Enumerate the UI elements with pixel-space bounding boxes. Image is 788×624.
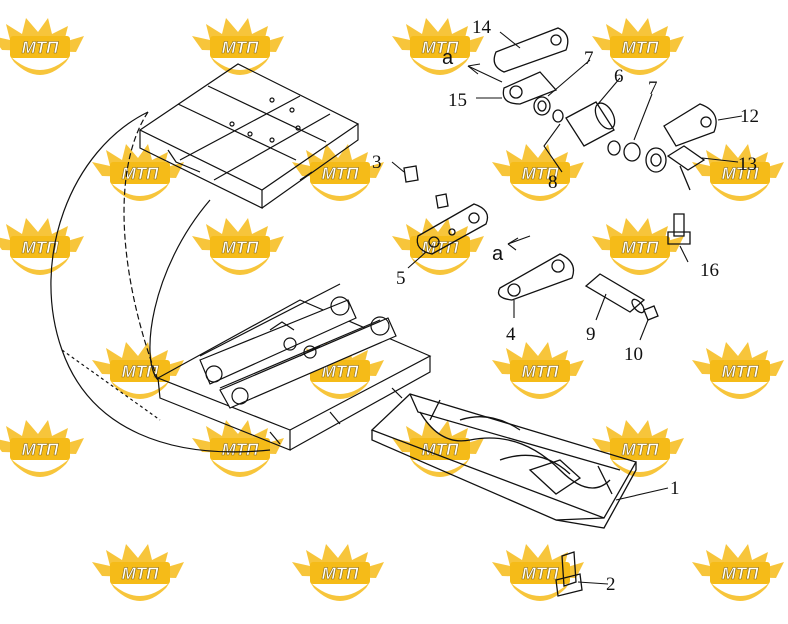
view-arrow-a-top: a: [442, 47, 454, 69]
mtp-watermark-logo: МТП: [592, 218, 684, 275]
watermark-text: МТП: [22, 238, 60, 257]
mtp-watermark-logo: МТП: [392, 218, 484, 275]
callout-5: 5: [396, 268, 406, 289]
mtp-watermark-logo: МТП: [0, 218, 84, 275]
watermark-text: МТП: [22, 440, 60, 459]
callout-16: 16: [700, 260, 719, 281]
mtp-watermark-logo: МТП: [0, 420, 84, 477]
watermark-text: МТП: [122, 164, 160, 183]
callout-13: 13: [738, 154, 757, 175]
mtp-watermark-logo: МТП: [392, 420, 484, 477]
leader-lines: [391, 31, 743, 585]
watermark-text: МТП: [122, 564, 160, 583]
mtp-watermark-logo: МТП: [192, 218, 284, 275]
callout-3: 3: [372, 152, 382, 173]
watermark-text: МТП: [722, 362, 760, 381]
watermark-text: МТП: [422, 238, 460, 257]
watermark-text: МТП: [722, 564, 760, 583]
watermark-text: МТП: [622, 38, 660, 57]
callout-7-right: 7: [648, 78, 658, 99]
mtp-watermark-logo: МТП: [92, 544, 184, 601]
callout-14: 14: [472, 17, 492, 38]
mtp-watermark-logo: МТП: [592, 420, 684, 477]
mtp-watermark-logo: МТП: [692, 144, 784, 201]
track-shoe-part-1: [370, 393, 637, 597]
track-chain-assembly: [50, 63, 432, 453]
mtp-watermark-logo: МТП: [0, 18, 84, 75]
callout-2: 2: [606, 574, 616, 595]
mtp-watermark-logo: МТП: [392, 18, 484, 75]
callout-6: 6: [614, 66, 624, 87]
watermark-text: МТП: [222, 38, 260, 57]
watermark-text: МТП: [622, 440, 660, 459]
watermark-text: МТП: [122, 362, 160, 381]
callout-7-top: 7: [584, 48, 594, 69]
callout-9: 9: [586, 324, 596, 345]
pin-bushing-parts: [403, 27, 717, 321]
watermark-text: МТП: [422, 38, 460, 57]
watermark-text: МТП: [222, 238, 260, 257]
mtp-watermark-logo: МТП: [492, 544, 584, 601]
callout-labels: 14 7 6 7 15 12 3 13 8 16 5 4 9 10 1 2 a …: [372, 17, 759, 595]
callout-8: 8: [548, 172, 558, 193]
watermark-text: МТП: [522, 564, 560, 583]
mtp-watermark-logo: МТП: [292, 144, 384, 201]
mtp-watermark-logo: МТП: [692, 342, 784, 399]
watermark-text: МТП: [322, 362, 360, 381]
mtp-watermark-logo: МТП: [92, 144, 184, 201]
mtp-watermark-logo: МТП: [592, 18, 684, 75]
watermark-text: МТП: [22, 38, 60, 57]
callout-12: 12: [740, 106, 759, 127]
watermark-text: МТП: [322, 564, 360, 583]
mtp-watermark-logo: МТП: [192, 18, 284, 75]
mtp-watermark-logo: МТП: [192, 420, 284, 477]
mtp-watermark-logo: МТП: [92, 342, 184, 399]
mtp-watermark-logo: МТП: [492, 342, 584, 399]
watermark-text: МТП: [522, 362, 560, 381]
watermark-layer: МТП МТП МТП МТП МТП МТП МТП МТП МТП МТП МТП МТП МТП М…: [0, 18, 784, 601]
watermark-text: МТП: [322, 164, 360, 183]
mtp-watermark-logo: МТП: [692, 544, 784, 601]
callout-10: 10: [624, 344, 643, 365]
watermark-text: МТП: [522, 164, 560, 183]
watermark-text: МТП: [222, 440, 260, 459]
view-arrow-a-mid: a: [492, 243, 504, 265]
watermark-text: МТП: [422, 440, 460, 459]
callout-4: 4: [506, 324, 516, 345]
watermark-text: МТП: [722, 164, 760, 183]
callout-1: 1: [670, 478, 680, 499]
mtp-watermark-logo: МТП: [492, 144, 584, 201]
callout-15: 15: [448, 90, 467, 111]
mtp-watermark-logo: МТП: [292, 342, 384, 399]
mtp-watermark-logo: МТП: [292, 544, 384, 601]
watermark-text: МТП: [622, 238, 660, 257]
